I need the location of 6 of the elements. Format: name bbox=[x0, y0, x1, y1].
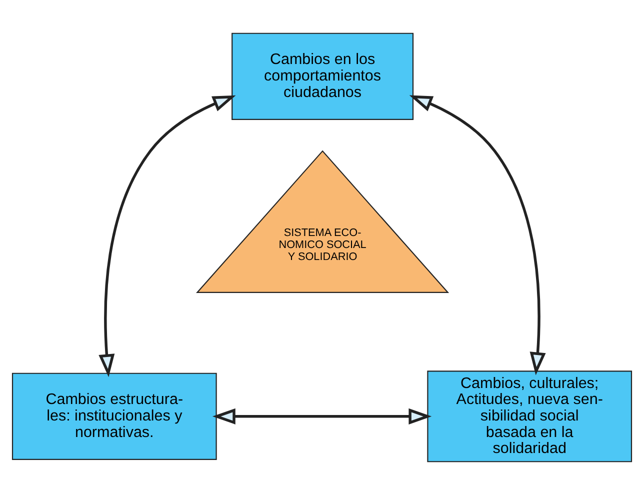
arrow bbox=[212, 408, 432, 424]
arrow bbox=[409, 95, 546, 376]
arrow bbox=[98, 95, 236, 378]
node-box: Cambios en los comportamientos ciudadanos bbox=[232, 32, 414, 120]
node-box: Cambios estructura- les: institucionales y normativas. bbox=[12, 372, 217, 460]
node-box: Cambios, culturales; Actitudes, nueva sen- sibilidad social basada en la solidaridad bbox=[427, 370, 632, 462]
